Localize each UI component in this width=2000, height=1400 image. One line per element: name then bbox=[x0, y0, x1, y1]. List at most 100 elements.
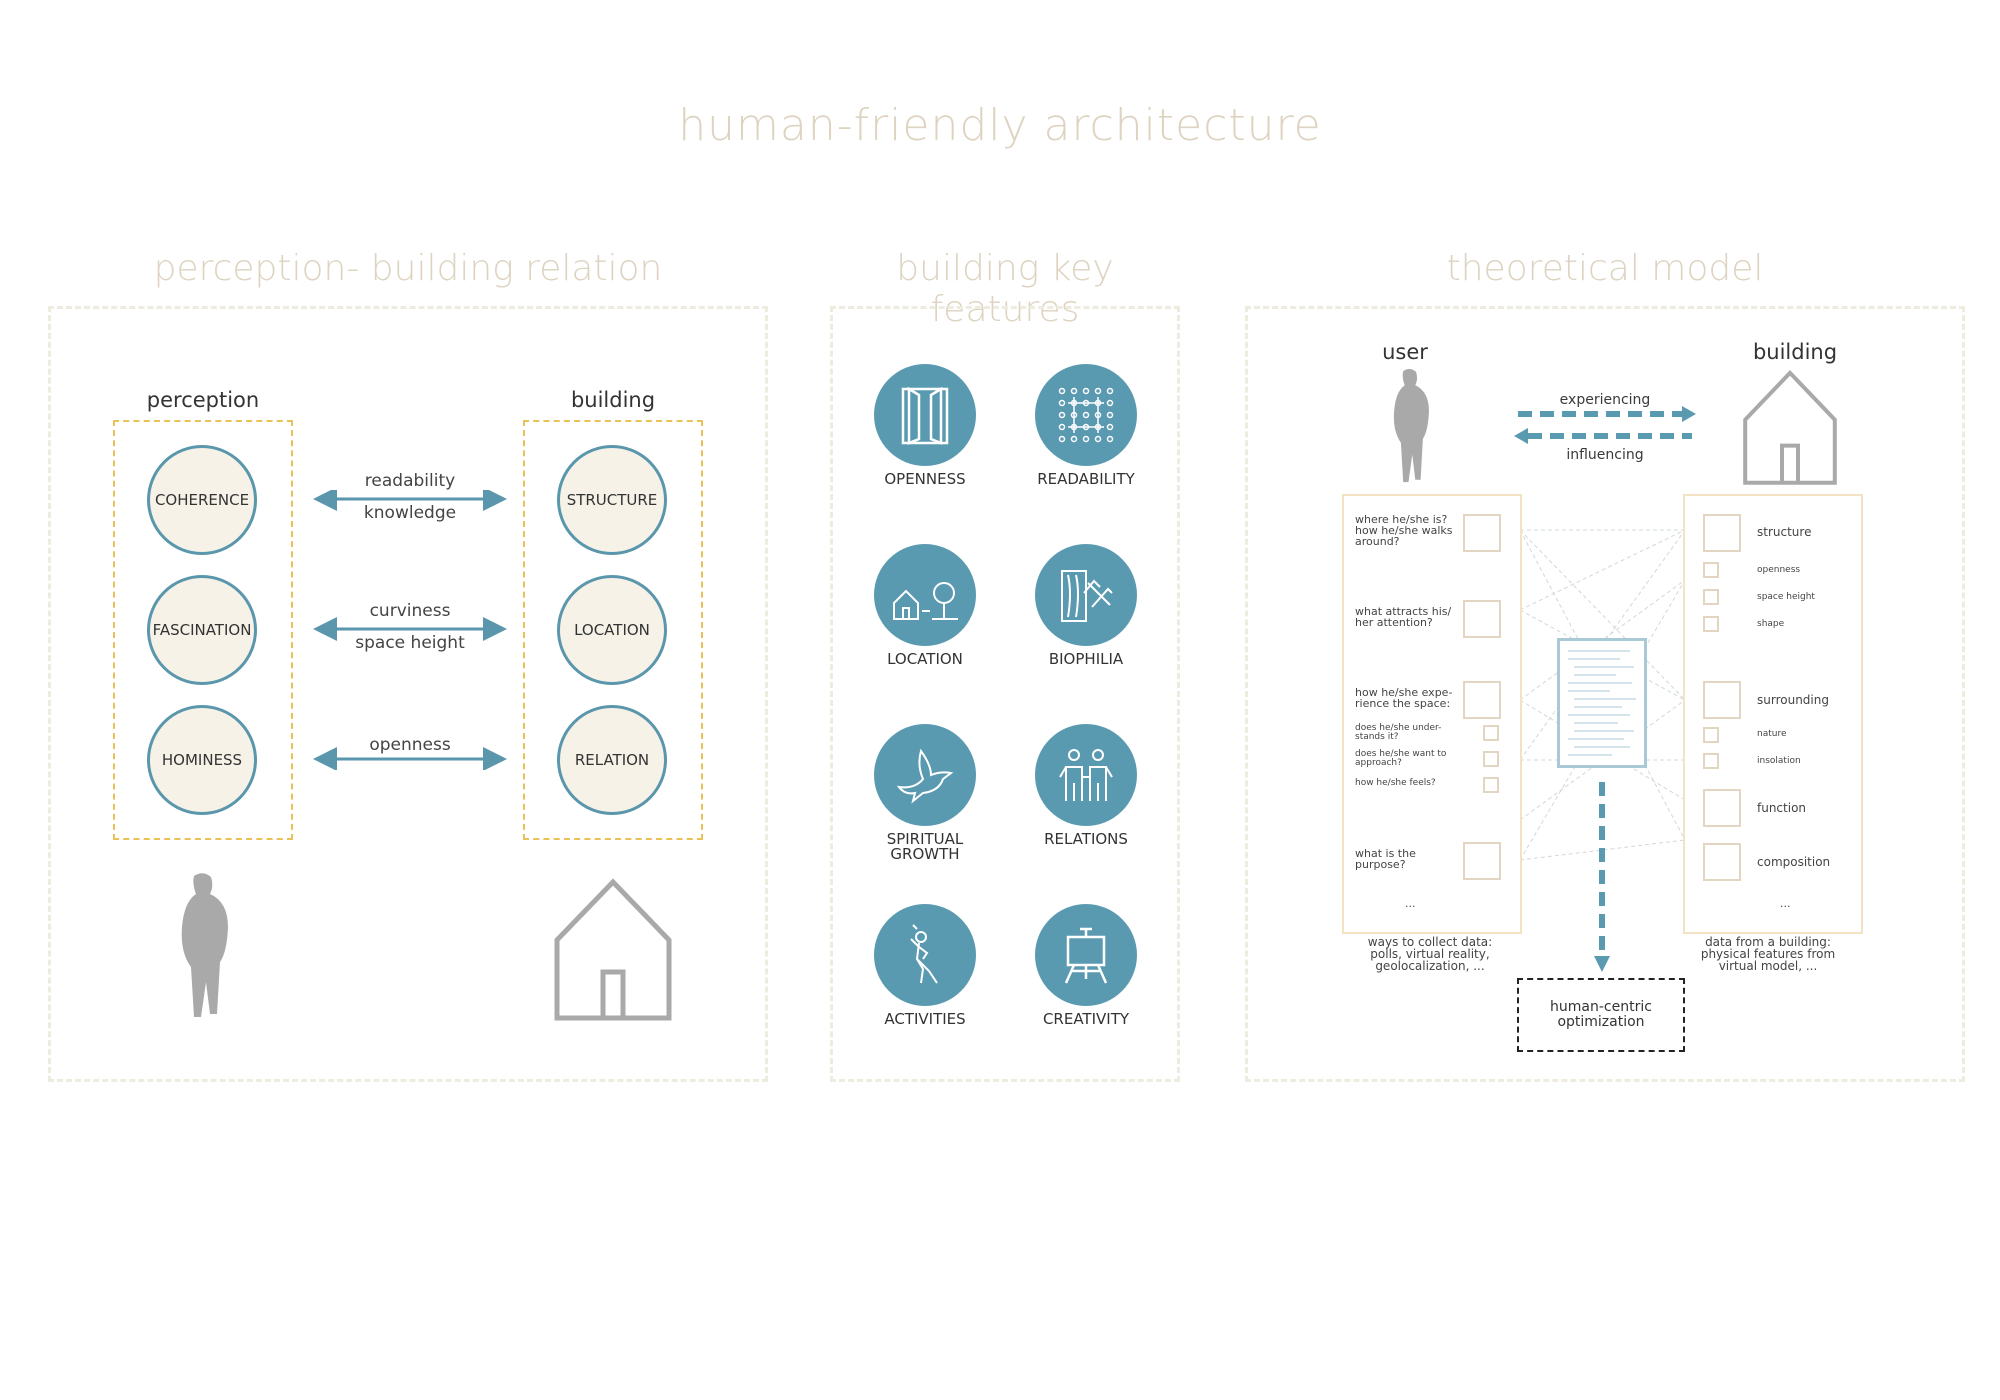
building-data-caption: data from a building: physical features … bbox=[1700, 935, 1836, 973]
question-more: ... bbox=[1405, 897, 1416, 910]
link-label-bottom: knowledge bbox=[363, 503, 457, 523]
wood-tools-icon bbox=[1061, 570, 1113, 622]
feature-checkbox[interactable] bbox=[1703, 616, 1719, 632]
question-approach: does he/she want to approach? bbox=[1355, 749, 1447, 768]
feature-label: LOCATION bbox=[887, 650, 963, 668]
answer-checkbox[interactable] bbox=[1483, 725, 1499, 741]
feature-label: SPIRITUAL GROWTH bbox=[886, 830, 964, 863]
experiencing-label: experiencing bbox=[1559, 392, 1651, 408]
user-label: user bbox=[1382, 340, 1428, 364]
model-panel bbox=[1245, 306, 1965, 1082]
feature-structure: structure bbox=[1757, 525, 1812, 539]
question-purpose: what is the purpose? bbox=[1355, 847, 1416, 871]
feature-readability bbox=[1035, 364, 1137, 466]
house-icon bbox=[554, 878, 672, 1021]
feature-checkbox[interactable] bbox=[1703, 681, 1741, 719]
answer-checkbox[interactable] bbox=[1463, 514, 1501, 552]
perception-item-label: FASCINATION bbox=[152, 621, 252, 639]
feature-checkbox[interactable] bbox=[1703, 789, 1741, 827]
section-title-features: building key features bbox=[896, 248, 1114, 330]
perception-item-label: COHERENCE bbox=[154, 491, 250, 509]
grid-icon bbox=[1058, 387, 1114, 443]
user-data-caption: ways to collect data: polls, virtual rea… bbox=[1367, 935, 1493, 973]
exchange-arrows bbox=[1514, 406, 1696, 444]
model-house-icon bbox=[1743, 369, 1837, 485]
question-location: where he/she is? how he/she walks around… bbox=[1355, 513, 1453, 548]
answer-checkbox[interactable] bbox=[1463, 681, 1501, 719]
perception-item-label: HOMINESS bbox=[161, 751, 243, 769]
question-experience: how he/she expe- rience the space: bbox=[1355, 686, 1453, 710]
house-tree-icon bbox=[893, 582, 958, 620]
person-icon bbox=[181, 873, 228, 1017]
feature-creativity bbox=[1035, 904, 1137, 1006]
arrow-left-icon bbox=[1514, 428, 1528, 444]
feature-relations bbox=[1035, 724, 1137, 826]
perception-box bbox=[113, 420, 293, 840]
feature-composition: composition bbox=[1757, 855, 1831, 869]
stretching-person-icon bbox=[910, 924, 938, 984]
door-icon bbox=[901, 386, 949, 445]
feature-checkbox[interactable] bbox=[1703, 562, 1719, 578]
answer-checkbox[interactable] bbox=[1463, 600, 1501, 638]
feature-location bbox=[874, 544, 976, 646]
building-item-label: RELATION bbox=[574, 751, 650, 769]
perception-item: FASCINATION bbox=[147, 575, 257, 685]
answer-checkbox[interactable] bbox=[1483, 751, 1499, 767]
link-label-top: openness bbox=[369, 735, 451, 755]
data-sheet bbox=[1557, 638, 1647, 768]
feature-checkbox[interactable] bbox=[1703, 514, 1741, 552]
feature-label: READABILITY bbox=[1037, 470, 1135, 488]
main-title: human-friendly architecture bbox=[678, 100, 1322, 151]
building-item: STRUCTURE bbox=[557, 445, 667, 555]
building-label: building bbox=[570, 388, 656, 412]
link-label-top: curviness bbox=[369, 601, 451, 621]
optimization-label: human-centric optimization bbox=[1550, 999, 1652, 1030]
feature-label: OPENNESS bbox=[884, 470, 966, 488]
perception-item: COHERENCE bbox=[147, 445, 257, 555]
feature-shape: shape bbox=[1757, 619, 1785, 629]
link-label-bottom: space height bbox=[355, 633, 465, 653]
user-person-icon bbox=[1393, 368, 1429, 483]
section-title-model: theoretical model bbox=[1446, 248, 1764, 289]
feature-more: ... bbox=[1780, 897, 1791, 910]
building-item: RELATION bbox=[557, 705, 667, 815]
feature-checkbox[interactable] bbox=[1703, 843, 1741, 881]
relation-arrows bbox=[313, 490, 507, 770]
answer-checkbox[interactable] bbox=[1463, 842, 1501, 880]
feature-checkbox[interactable] bbox=[1703, 753, 1719, 769]
question-understand: does he/she under- stands it? bbox=[1355, 723, 1442, 742]
building-item: LOCATION bbox=[557, 575, 667, 685]
feature-biophilia bbox=[1035, 544, 1137, 646]
feature-activities bbox=[874, 904, 976, 1006]
code-lines-icon bbox=[1568, 650, 1636, 756]
feature-function: function bbox=[1757, 801, 1807, 815]
perception-item: HOMINESS bbox=[147, 705, 257, 815]
feature-nature: nature bbox=[1757, 729, 1787, 739]
relation-panel bbox=[48, 306, 768, 1082]
feature-label: BIOPHILIA bbox=[1048, 650, 1124, 668]
section-title-relation: perception- building relation bbox=[153, 248, 663, 289]
feature-openness: openness bbox=[1757, 565, 1801, 575]
perception-label: perception bbox=[146, 388, 260, 412]
arrow-right-icon bbox=[1682, 406, 1696, 422]
arrow-down-icon bbox=[1594, 956, 1610, 972]
feature-openness bbox=[874, 364, 976, 466]
question-feel: how he/she feels? bbox=[1355, 778, 1436, 788]
feature-label: ACTIVITIES bbox=[884, 1010, 966, 1028]
building-item-label: STRUCTURE bbox=[566, 491, 658, 509]
question-attention: what attracts his/ her attention? bbox=[1355, 605, 1452, 629]
bird-icon bbox=[896, 748, 954, 804]
feature-label: RELATIONS bbox=[1044, 830, 1128, 848]
building-box bbox=[523, 420, 703, 840]
answer-checkbox[interactable] bbox=[1483, 777, 1499, 793]
model-building-label: building bbox=[1752, 340, 1838, 364]
building-item-label: LOCATION bbox=[574, 621, 650, 639]
down-arrow bbox=[1594, 782, 1610, 972]
easel-icon bbox=[1064, 927, 1108, 984]
people-icon bbox=[1059, 749, 1113, 801]
feature-checkbox[interactable] bbox=[1703, 589, 1719, 605]
feature-spiritual-growth bbox=[874, 724, 976, 826]
influencing-label: influencing bbox=[1566, 447, 1644, 463]
feature-checkbox[interactable] bbox=[1703, 727, 1719, 743]
feature-space-height: space height bbox=[1757, 592, 1815, 602]
